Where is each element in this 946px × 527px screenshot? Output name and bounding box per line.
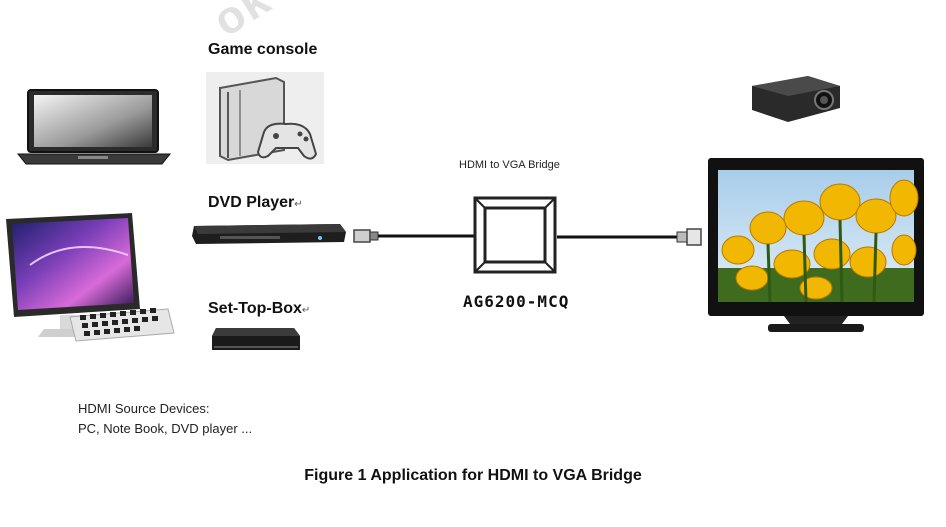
chip-name: AG6200-MCQ <box>463 292 570 311</box>
vga-connector-icon <box>557 228 702 246</box>
set-top-box-icon <box>212 328 300 350</box>
return-mark-2: ↵ <box>301 305 311 316</box>
source-note-line1: HDMI Source Devices: <box>78 401 210 416</box>
projector-icon <box>752 76 840 122</box>
bridge-chip-icon <box>473 196 557 274</box>
figure-caption: Figure 1 Application for HDMI to VGA Bri… <box>304 467 642 484</box>
source-note: HDMI Source Devices: PC, Note Book, DVD … <box>78 399 252 439</box>
return-mark: ↵ <box>294 199 303 210</box>
dvd-player-label: DVD Player↵ <box>208 194 303 212</box>
dvd-player-icon <box>192 224 346 244</box>
bridge-title: HDMI to VGA Bridge <box>459 159 560 171</box>
laptop-icon <box>16 89 172 165</box>
set-top-box-label: Set-Top-Box↵ <box>208 300 310 318</box>
dvd-player-label-text: DVD Player <box>208 194 295 211</box>
hdmi-connector-icon <box>353 229 480 243</box>
tv-monitor-icon <box>708 158 924 332</box>
desktop-pc-icon <box>6 213 175 342</box>
source-note-line2: PC, Note Book, DVD player ... <box>78 421 253 436</box>
set-top-box-label-text: Set-Top-Box <box>208 300 302 317</box>
game-console-label: Game console <box>208 41 318 58</box>
game-console-icon <box>206 72 324 164</box>
